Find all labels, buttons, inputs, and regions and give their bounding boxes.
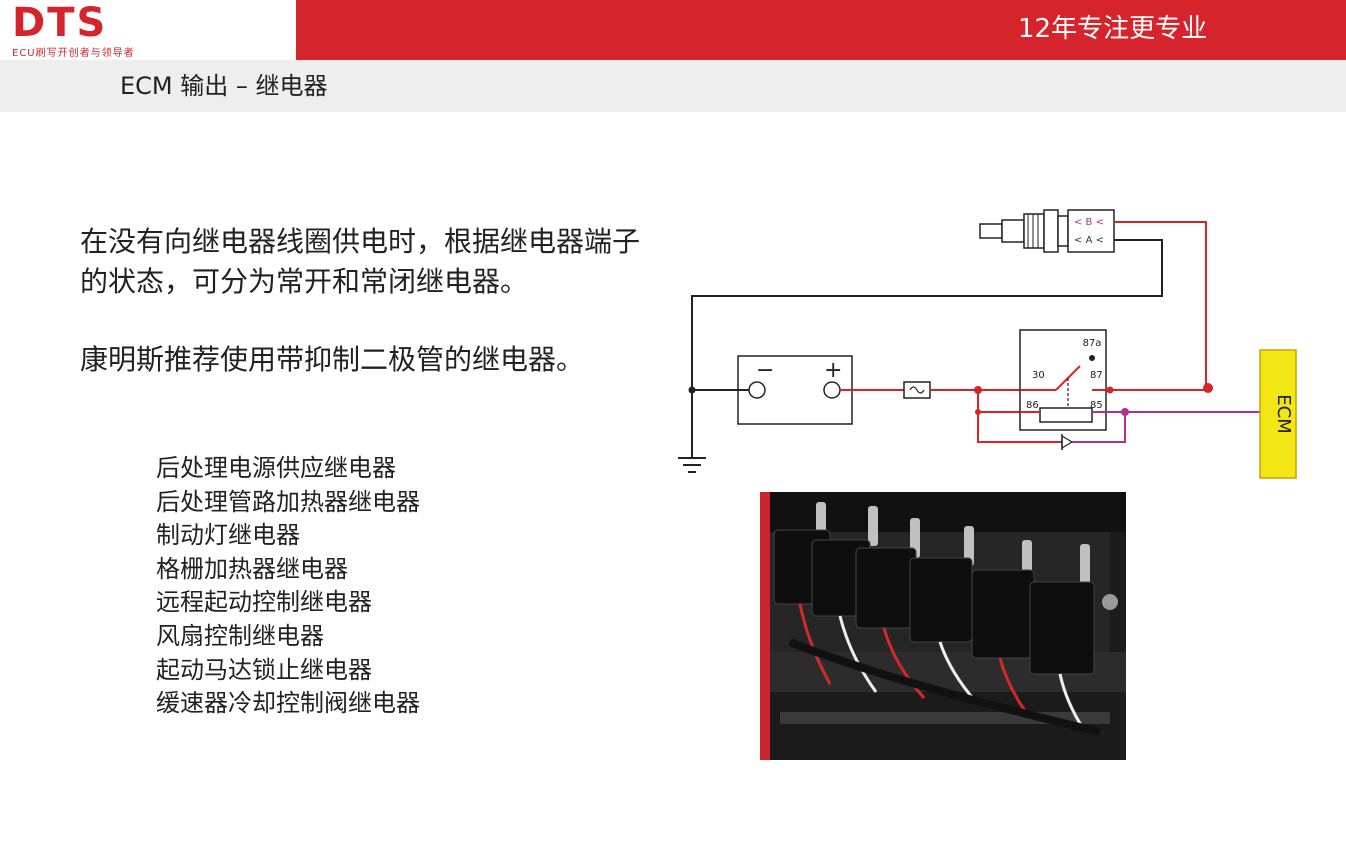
list-item: 风扇控制继电器 [156,621,324,650]
ecm-box [1259,349,1297,479]
logo-tagline: ECU刷写开创者与领导者 [12,48,135,59]
list-item: 缓速器冷却控制阀继电器 [156,689,420,718]
list-item: 制动灯继电器 [156,521,300,550]
list-item: 格栅加热器继电器 [156,554,348,583]
relay-bank-photo [760,492,1126,760]
list-item: 远程起动控制继电器 [156,588,372,617]
ground-icon [678,457,706,473]
ecm-label: ECM [1273,394,1294,433]
relay-list: 后处理电源供应继电器 后处理管路加热器继电器 制动灯继电器 格栅加热器继电器 远… [156,452,420,721]
company-logo: DTS [12,0,108,46]
list-item: 后处理电源供应继电器 [156,454,396,482]
title-band [0,60,1346,112]
ground-wire [691,239,1163,458]
relay-pin-86: 86 [1026,400,1039,411]
diode-icon [1061,434,1074,450]
intro-paragraph: 在没有向继电器线圈供电时，根据继电器端子的状态，可分为常开和常闭继电器。 [80,225,641,298]
logo-area: DTS ECU刷写开创者与领导者 [0,0,296,60]
page-title: ECM 输出 – 继电器 [120,72,328,100]
header-slogan: 12年专注更专业 [1018,14,1208,44]
relay-pin-87a: 87a [1083,338,1102,349]
list-item: 起动马达锁止继电器 [156,655,372,684]
relay-pin-87: 87 [1090,370,1103,381]
list-item: 后处理管路加热器继电器 [156,487,420,516]
header-bar [296,0,1346,60]
recommendation-paragraph: 康明斯推荐使用带抑制二极管的继电器。 [80,343,585,376]
connector-pin-b: < B < [1074,217,1104,228]
connector-pin-a: < A < [1074,235,1104,246]
relay-pin-85: 85 [1090,400,1103,411]
sensor-icon [979,209,1115,253]
battery-minus-label: − [756,358,774,383]
battery-plus-label: + [824,358,842,383]
relay-wiring-diagram: < B < < A < − + 87a 30 87 86 85 [678,209,1297,479]
relay-pin-30: 30 [1032,370,1045,381]
